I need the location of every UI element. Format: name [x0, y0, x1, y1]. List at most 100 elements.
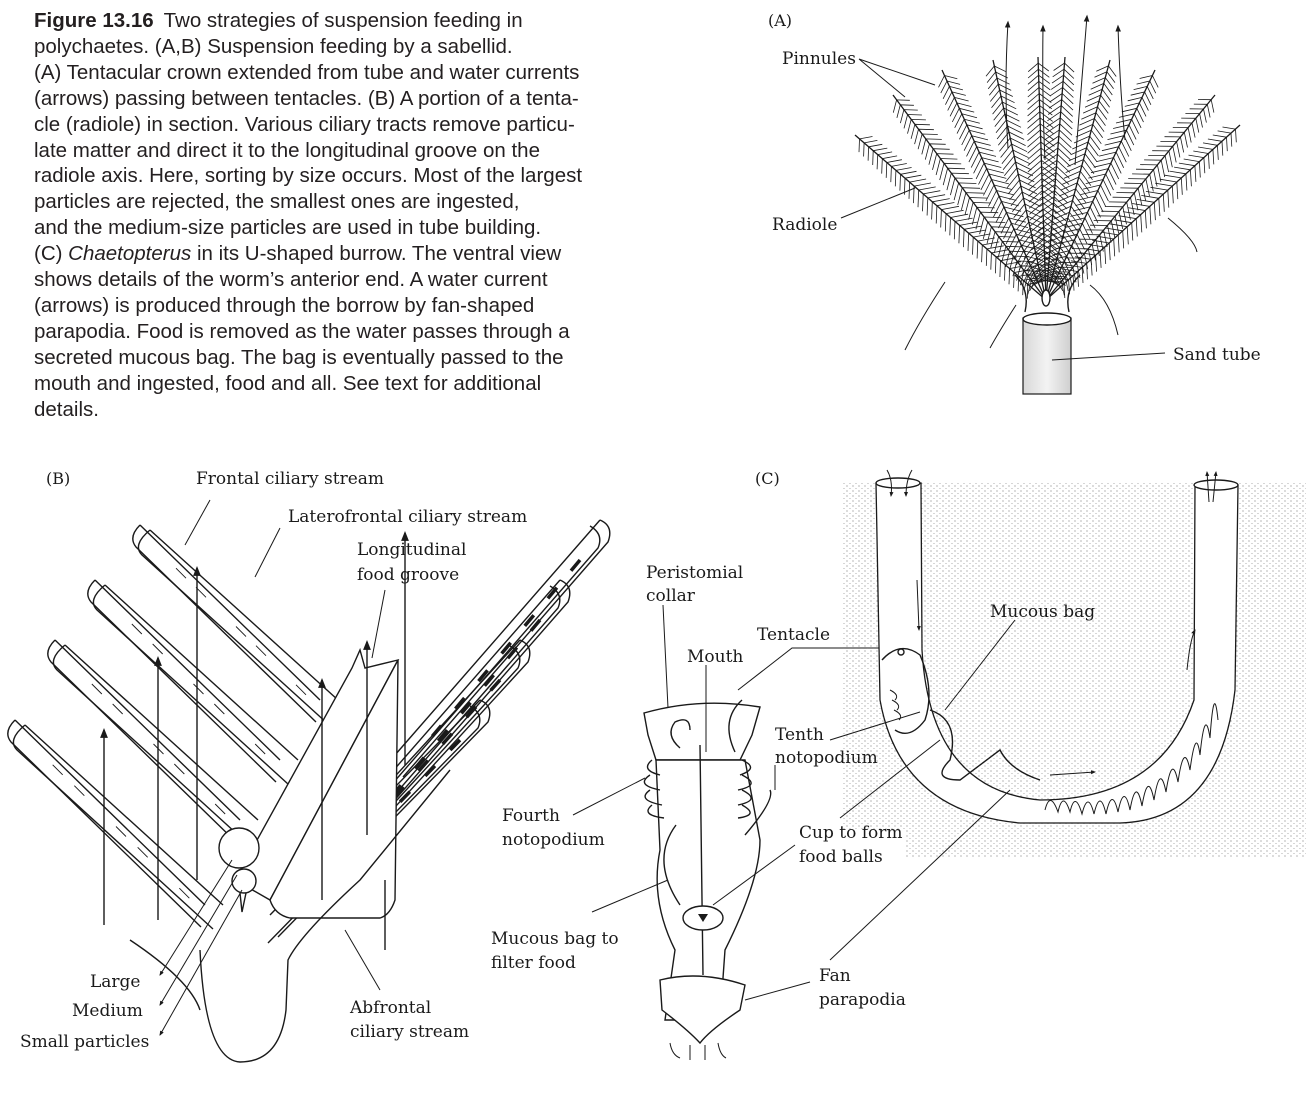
radiole [1045, 124, 1241, 301]
sand-tube [1014, 274, 1081, 395]
radiole-axis [129, 647, 451, 1063]
cilia-arrow [52, 764, 63, 776]
radiole [1042, 69, 1159, 301]
cilia-arrow [255, 645, 267, 656]
caption-line: late matter and direct it to the longitu… [34, 138, 540, 162]
caption-line: (A) Tentacular crown extended from tube … [34, 60, 580, 84]
sand-tube-leader [1051, 352, 1166, 361]
caption-line: cle (radiole) in section. Various ciliar… [34, 112, 575, 136]
panel-b-radiole-section: (B) [7, 469, 611, 1063]
caption-line: (arrows) is produced through the borrow … [34, 293, 535, 317]
label-small-particles: Small particles [20, 1032, 149, 1052]
label-tenth-1: Tenth [775, 725, 824, 745]
cilia-arrow [254, 743, 266, 755]
cup-leader [712, 844, 796, 906]
medium-particle-ball [231, 868, 257, 894]
genus-name: Chaetopterus [68, 242, 192, 266]
label-laterofrontal: Laterofrontal ciliary stream [288, 507, 527, 527]
mucous-bag-leader [944, 619, 1016, 711]
panel-a-sabellid-crown: (A) Pinnules Radiole Sand tube [768, 11, 1261, 395]
cilia-arrow [112, 703, 123, 715]
label-fan-1: Fan [819, 966, 851, 986]
radiole-axis-line [1045, 124, 1241, 301]
label-medium: Medium [72, 1001, 143, 1021]
caption-line: mouth and ingested, food and all. See te… [34, 371, 542, 395]
label-radiole: Radiole [772, 215, 837, 235]
left-pinnules [7, 524, 339, 930]
radiole [892, 94, 1047, 301]
tenth-notopodium-leader [829, 711, 921, 741]
radioles [854, 56, 1241, 301]
peristomial-leader [662, 604, 669, 709]
abfrontal-leader [344, 929, 381, 991]
label-tentacle: Tentacle [757, 625, 830, 645]
cilia-arrow [179, 887, 190, 899]
caption-line-c: (C) Chaetopterus in its U-shaped burrow.… [34, 242, 562, 266]
label-peristomial-1: Peristomial [646, 563, 743, 583]
laterofrontal-leader [254, 527, 281, 578]
caption-line: polychaetes. (A,B) Suspension feeding by… [34, 34, 513, 58]
caption-line: shows details of the worm’s anterior end… [34, 268, 548, 292]
fourth-notopodium-leader [572, 777, 646, 816]
right-tentacle [728, 699, 743, 753]
pinnule-rod [47, 639, 259, 845]
label-sand-tube: Sand tube [1173, 345, 1261, 365]
pinnule-rod [7, 719, 224, 930]
cilia-arrow [74, 785, 85, 796]
caption-line: parapodia. Food is removed as the water … [34, 319, 570, 343]
panel-a-label: (A) [768, 11, 792, 30]
pinnules-leader [858, 58, 936, 98]
fan-parapodia-leader [744, 981, 811, 1001]
water-flow-arrows [100, 531, 409, 950]
label-mucous-bag: Mucous bag [990, 602, 1095, 622]
caption-line: radiole axis. Here, sorting by size occu… [34, 164, 583, 188]
pinnules [938, 75, 1051, 292]
figure-number: Figure 13.16 [34, 9, 154, 32]
fan-parapodia-leader-c [829, 789, 1011, 961]
cilia-arrow [295, 684, 307, 696]
mucous-bag-filter-leader [591, 879, 669, 913]
pinnules [892, 99, 1046, 295]
radiole [938, 69, 1051, 301]
panel-c-u-burrow: (C) Mucous bag [755, 469, 1306, 961]
label-fan-2: parapodia [819, 990, 906, 1010]
cilia-arrow [115, 826, 127, 837]
caption-line: secreted mucous bag. The bag is eventual… [34, 345, 564, 369]
radiole-leader [840, 187, 916, 219]
pinnules [858, 136, 1042, 299]
large-particle-ball [218, 827, 260, 869]
label-abfrontal-2: ciliary stream [350, 1022, 469, 1042]
label-groove-1: Longitudinal [357, 540, 466, 560]
panel-b-label: (B) [46, 469, 70, 488]
label-fourth-1: Fourth [502, 806, 560, 826]
label-cup-2: food balls [799, 847, 883, 867]
worm-in-burrow [881, 647, 1219, 816]
radiole [1035, 56, 1075, 301]
caption-line: and the medium-size particles are used i… [34, 216, 542, 240]
abfrontal-band [328, 678, 502, 872]
frontal-leader [184, 499, 211, 546]
cilia-arrow [235, 626, 247, 637]
label-abfrontal-1: Abfrontal [349, 998, 431, 1018]
abfrontal-band [378, 618, 542, 812]
peristomial-collar [643, 702, 761, 761]
radiole [1045, 94, 1216, 301]
pinnule-rod [132, 524, 339, 725]
cilia-arrow [174, 763, 185, 775]
radiole-axis-line [1045, 59, 1111, 301]
groove-leader [371, 589, 386, 659]
caption-line: (arrows) passing between tentacles. (B) … [34, 86, 579, 110]
cilia-arrow [193, 683, 204, 695]
abfrontal-band [423, 558, 582, 747]
cilia-arrow [91, 683, 103, 695]
cilia-arrow [175, 567, 187, 579]
fan-parapodium [659, 975, 746, 1045]
particle-sorting-arrows [159, 859, 243, 1036]
pinnules [1049, 126, 1237, 299]
pinnule-rod [87, 579, 299, 785]
caption-line: details. [34, 397, 99, 421]
cilia-arrow [214, 803, 226, 815]
